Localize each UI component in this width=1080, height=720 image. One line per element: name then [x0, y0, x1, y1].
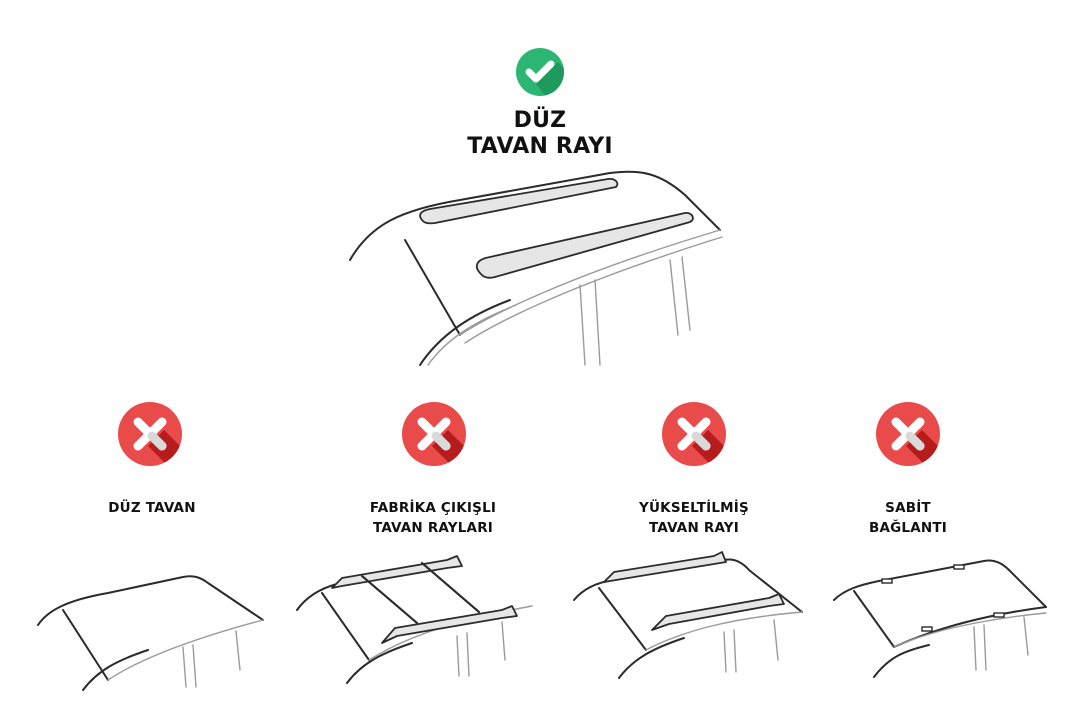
cross-icon [118, 402, 182, 466]
cross-icon [876, 402, 940, 466]
option-raised-roof-rail: YÜKSELTİLMİŞ TAVAN RAYI [570, 390, 803, 720]
option-factory-roof-rails: FABRİKA ÇIKIŞLI TAVAN RAYLARI [296, 390, 535, 720]
car-fixed-point-illustration [833, 559, 1047, 678]
compatible-label: DÜZ TAVAN RAYI [440, 108, 640, 160]
cross-icon [662, 402, 726, 466]
compatible-option: DÜZ TAVAN RAYI [349, 48, 723, 366]
compatible-label-line1: DÜZ [513, 108, 567, 133]
car-flat-roof-illustration [37, 575, 264, 691]
option-label: SABİT BAĞLANTI [869, 500, 947, 536]
cross-icon [402, 402, 466, 466]
option-label: DÜZ TAVAN [108, 500, 196, 516]
car-raised-rail-illustration [573, 551, 803, 679]
check-icon [516, 48, 564, 96]
option-label: FABRİKA ÇIKIŞLI TAVAN RAYLARI [369, 500, 497, 536]
option-fixed-point: SABİT BAĞLANTI [830, 390, 1060, 720]
option-label: YÜKSELTİLMİŞ TAVAN RAYI [639, 500, 749, 536]
option-flat-roof: DÜZ TAVAN [37, 390, 272, 720]
car-flush-roof-rail-illustration [349, 170, 723, 366]
compatible-label-line2: TAVAN RAYI [467, 134, 613, 159]
incompatible-options: DÜZ TAVAN FABRİKA ÇIKIŞLI TAVAN RAYLARI [0, 390, 1080, 720]
car-factory-rails-illustration [296, 555, 533, 684]
